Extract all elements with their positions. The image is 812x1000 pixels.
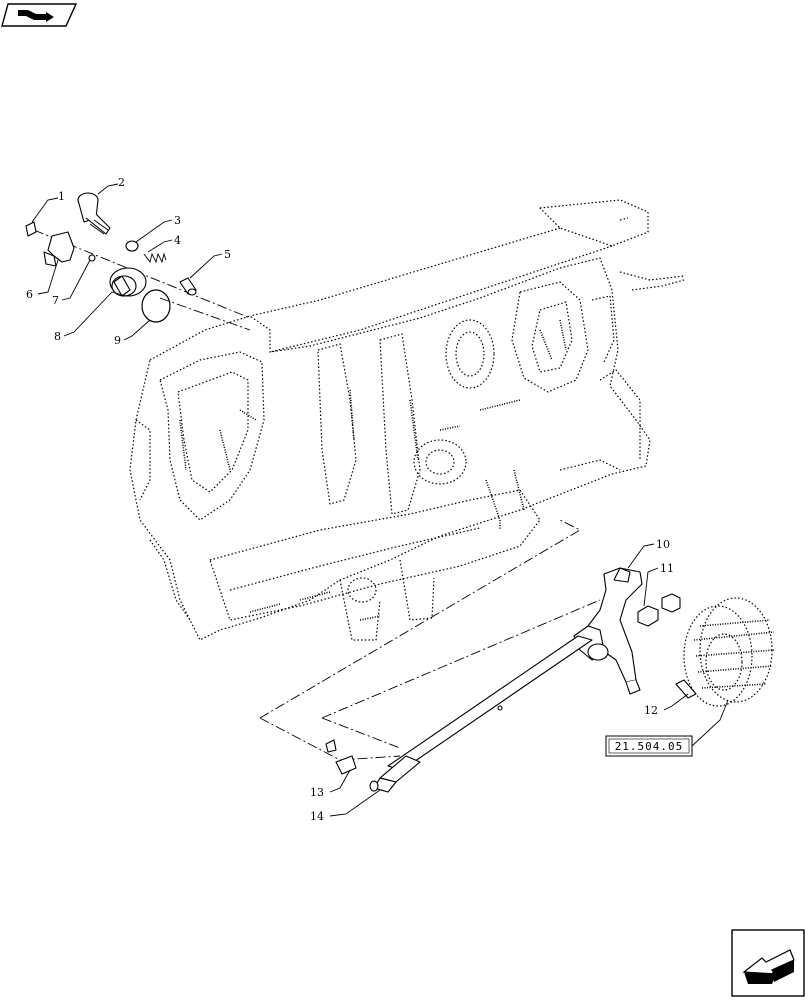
reference-label: 21.504.05 bbox=[615, 740, 684, 753]
part-6-bracket[interactable] bbox=[43, 231, 75, 267]
part-11-nut[interactable] bbox=[637, 593, 681, 627]
part-12-roll-pin[interactable] bbox=[675, 679, 697, 699]
reference-callout[interactable]: 21.504.05 bbox=[605, 735, 693, 757]
callout-10[interactable]: 10 bbox=[656, 538, 670, 551]
callout-14[interactable]: 14 bbox=[310, 810, 324, 823]
part-5-pin[interactable] bbox=[179, 277, 197, 296]
callout-13[interactable]: 13 bbox=[310, 786, 324, 799]
part-7-washer[interactable] bbox=[88, 254, 96, 262]
callout-6[interactable]: 6 bbox=[26, 288, 33, 301]
part-10-shift-fork[interactable] bbox=[573, 567, 643, 695]
transmission-housing bbox=[129, 199, 685, 641]
callout-7[interactable]: 7 bbox=[52, 294, 59, 307]
callout-12[interactable]: 12 bbox=[644, 704, 658, 717]
callout-leaders bbox=[31, 183, 729, 817]
next-page-arrow-icon[interactable] bbox=[731, 929, 805, 997]
part-9-o-ring[interactable] bbox=[141, 289, 171, 323]
callout-11[interactable]: 11 bbox=[660, 562, 674, 575]
book-arrow-icon[interactable] bbox=[1, 3, 78, 27]
gear-assembly bbox=[683, 597, 775, 707]
part-13-detent-clip[interactable] bbox=[325, 739, 357, 775]
part-4-spring[interactable] bbox=[143, 252, 167, 264]
callout-numbers: 1 2 3 4 5 6 7 8 9 10 11 12 13 14 bbox=[26, 176, 674, 823]
callout-8[interactable]: 8 bbox=[54, 330, 61, 343]
part-8-cover[interactable] bbox=[109, 267, 147, 297]
callout-1[interactable]: 1 bbox=[58, 190, 65, 203]
part-3-clip[interactable] bbox=[125, 240, 139, 252]
part-1-screw[interactable] bbox=[25, 221, 37, 237]
callout-5[interactable]: 5 bbox=[224, 248, 231, 261]
callout-3[interactable]: 3 bbox=[174, 214, 181, 227]
part-14-shift-rail[interactable] bbox=[369, 635, 593, 793]
part-2-plug[interactable] bbox=[77, 192, 111, 235]
callout-2[interactable]: 2 bbox=[118, 176, 125, 189]
callout-4[interactable]: 4 bbox=[174, 234, 181, 247]
callout-9[interactable]: 9 bbox=[114, 334, 121, 347]
